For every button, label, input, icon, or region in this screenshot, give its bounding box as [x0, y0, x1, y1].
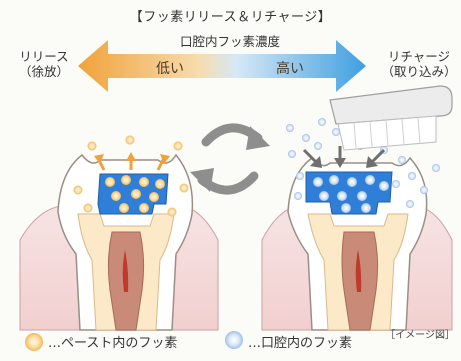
paste-fluoride-dot: [105, 177, 115, 187]
oral-fluoride-dot: [392, 180, 400, 188]
oral-fluoride-dot: [313, 177, 323, 187]
oral-fluoride-dot: [347, 177, 357, 187]
oral-fluoride-dot: [296, 172, 304, 180]
release-label-line1: リリース: [19, 49, 69, 64]
paste-fluoride-dot: [179, 183, 189, 193]
release-label: リリース （徐放）: [8, 49, 80, 79]
oral-fluoride-dot: [357, 191, 367, 201]
left-filling-paste-dots: [105, 175, 165, 213]
paste-fluoride-dot: [139, 203, 149, 213]
oral-fluoride-dot: [332, 128, 340, 136]
release-label-line2: （徐放）: [18, 64, 69, 79]
oral-fluoride-dot: [319, 191, 329, 201]
oral-fluoride-dot: [341, 203, 351, 213]
legend-oral-marker: [225, 331, 243, 349]
oral-fluoride-dot: [420, 186, 428, 194]
oral-fluoride-dot: [432, 164, 440, 172]
paste-fluoride-dot: [111, 191, 121, 201]
cycle-arrows-icon: [190, 123, 270, 195]
oral-fluoride-dot: [406, 200, 414, 208]
legend-paste: …ペースト内のフッ素: [48, 336, 178, 351]
oral-fluoride-dot: [361, 203, 371, 213]
paste-fluoride-dot: [149, 192, 159, 202]
oral-fluoride-dot: [288, 150, 296, 158]
recharge-label-line2: （取り込み）: [381, 64, 457, 79]
right-tooth-illustration: [261, 156, 453, 331]
paste-fluoride-dot: [155, 179, 165, 189]
high-label: 高い: [276, 61, 304, 77]
oral-fluoride-dot: [365, 175, 375, 185]
legend-paste-marker: [25, 333, 43, 351]
paste-fluoride-dot: [131, 189, 141, 199]
recharge-label: リチャージ （取り込み）: [380, 49, 458, 79]
oral-fluoride-dot: [329, 175, 339, 185]
paste-fluoride-dot: [173, 141, 183, 151]
paste-fluoride-dot: [119, 203, 129, 213]
image-note: ［イメージ図］: [385, 330, 455, 341]
toothbrush-icon: [329, 85, 453, 151]
recharge-label-line1: リチャージ: [387, 49, 451, 64]
legend-oral: …口腔内のフッ素: [248, 336, 353, 351]
paste-fluoride-dot: [121, 175, 131, 185]
oral-fluoride-dot: [286, 124, 294, 132]
oral-fluoride-dot: [314, 142, 322, 150]
paste-fluoride-dot: [125, 135, 135, 145]
oral-fluoride-dot: [398, 156, 406, 164]
paste-fluoride-dot: [73, 185, 83, 195]
recharge-arrows: [302, 146, 386, 168]
paste-fluoride-dot: [167, 207, 177, 217]
low-label: 低い: [156, 61, 184, 77]
oral-fluoride-dot: [337, 191, 347, 201]
left-tooth-illustration: [19, 153, 219, 331]
oral-fluoride-dot: [318, 118, 326, 126]
release-arrows: [73, 135, 189, 217]
oral-fluoride-dot: [408, 172, 416, 180]
paste-fluoride-dot: [139, 177, 149, 187]
concentration-arrow: [78, 40, 366, 92]
concentration-label: 口腔内フッ素濃度: [179, 34, 280, 49]
right-filling-oral-dots: [313, 175, 389, 213]
oral-fluoride-dot: [294, 192, 302, 200]
oral-fluoride-dot: [302, 134, 310, 142]
oral-fluoride-dot: [379, 181, 389, 191]
diagram-title: 【フッ素リリース＆リチャージ】: [129, 10, 332, 25]
paste-fluoride-dot: [83, 203, 93, 213]
paste-fluoride-dot: [87, 141, 97, 151]
